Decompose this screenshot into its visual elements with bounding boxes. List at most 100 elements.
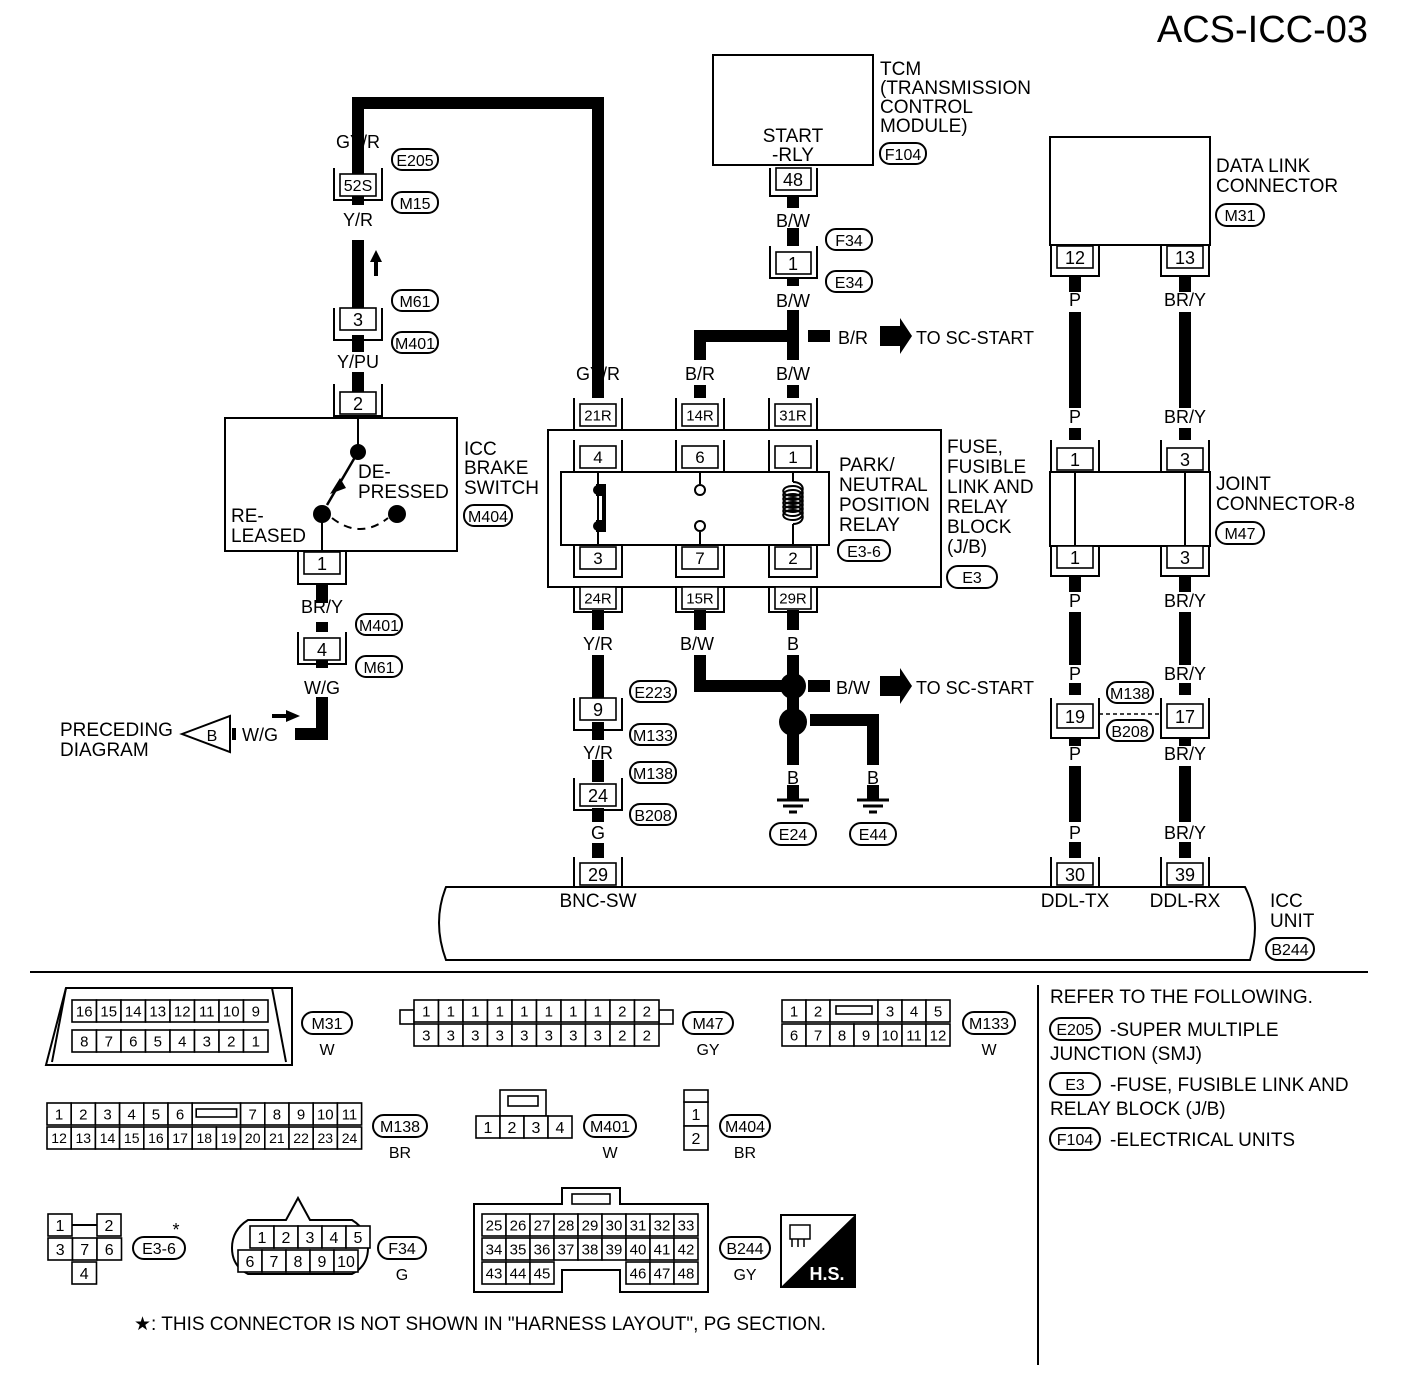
wire-label: B/W [776, 364, 810, 384]
svg-text:M401: M401 [395, 336, 435, 353]
m47-pin: 3 [486, 1023, 513, 1047]
connector-color: BR [734, 1145, 756, 1162]
svg-text:31: 31 [630, 1217, 647, 1234]
icc-unit-label: ICC [1270, 891, 1303, 912]
m47-pin: 1 [413, 999, 440, 1023]
relay-label: PARK/ [839, 455, 895, 476]
b244-pin: 40 [625, 1237, 651, 1261]
svg-text:12: 12 [930, 1027, 947, 1044]
tcm-label: TCM [880, 59, 921, 80]
badge-m138: M138 [629, 761, 677, 784]
svg-text:10: 10 [882, 1027, 899, 1044]
svg-text:14: 14 [100, 1130, 116, 1146]
wire-label: B/R [685, 364, 715, 384]
svg-text:29R: 29R [779, 590, 807, 607]
jb-pin: 14R [681, 403, 719, 427]
jb-label: LINK AND [947, 477, 1034, 498]
wire-label: GY/R [576, 364, 620, 384]
svg-text:7: 7 [80, 1242, 89, 1259]
connector-pin-29: 29 [573, 857, 623, 888]
svg-text:34: 34 [486, 1241, 503, 1258]
wire-label: BR/Y [1164, 407, 1206, 427]
svg-text:3: 3 [422, 1027, 430, 1044]
svg-text:5: 5 [152, 1106, 160, 1123]
svg-text:18: 18 [197, 1130, 213, 1146]
f34-pin: 6 [237, 1249, 263, 1273]
m401-pin: 2 [499, 1115, 525, 1139]
svg-text:44: 44 [510, 1265, 527, 1282]
arrow-to-sc-start-2: B/W TO SC-START [836, 668, 1034, 704]
preceding-label: PRECEDING [60, 720, 173, 741]
svg-text:46: 46 [630, 1265, 647, 1282]
badge-m404-face: M404 [719, 1114, 771, 1138]
splice-dot [779, 708, 807, 736]
badge-e24: E24 [769, 822, 817, 846]
connector-pin-12: 12 [1050, 245, 1100, 277]
svg-text:-SUPER MULTIPLE: -SUPER MULTIPLE [1110, 1020, 1279, 1041]
tcm-label: MODULE) [880, 116, 968, 137]
dlc-label: DATA LINK [1216, 156, 1311, 177]
b244-pin: 32 [649, 1213, 675, 1237]
svg-text:21: 21 [269, 1130, 285, 1146]
tcm-pin-label: START [763, 126, 824, 147]
badge-b244-face: B244 [719, 1236, 771, 1260]
connector-pin-24: 24 [573, 778, 623, 811]
brake-switch-label: BRAKE [464, 458, 528, 479]
svg-text:9: 9 [297, 1106, 305, 1123]
svg-text:9: 9 [252, 1003, 260, 1020]
svg-text:F34: F34 [388, 1241, 416, 1258]
svg-text:12: 12 [174, 1003, 191, 1020]
m138-pin: 19 [215, 1126, 242, 1150]
svg-text:36: 36 [534, 1241, 551, 1258]
connector-pin-1-f34: 1 [769, 246, 818, 279]
connector-color: GY [696, 1042, 719, 1059]
e36-pin: 3 [47, 1237, 74, 1261]
svg-text:F34: F34 [835, 233, 863, 250]
m138-pin: 6 [167, 1102, 194, 1126]
svg-text:H.S.: H.S. [809, 1264, 844, 1284]
badge-m31-face: M31 [301, 1011, 353, 1035]
svg-text:13: 13 [149, 1003, 166, 1020]
e36-pin: 2 [96, 1213, 122, 1237]
wire-label: Y/R [343, 210, 373, 230]
wire-label: B/W [680, 634, 714, 654]
to-sc-start-label: TO SC-START [916, 328, 1034, 348]
svg-text:3: 3 [306, 1230, 315, 1247]
connector-pin-1-brake: 1 [297, 551, 347, 585]
wire-label: Y/R [583, 743, 613, 763]
m31-pin: 12 [169, 999, 196, 1023]
icc-unit-label: UNIT [1270, 911, 1315, 932]
svg-text:1: 1 [55, 1106, 63, 1123]
jb-pin: 21R [579, 403, 617, 427]
e36-pin: 1 [47, 1213, 73, 1237]
icc-pin-label: BNC-SW [559, 891, 636, 912]
wire-label: B/W [776, 291, 810, 311]
joint-pin: 3 [1180, 548, 1190, 568]
svg-text:43: 43 [486, 1265, 503, 1282]
b244-pin: 36 [529, 1237, 555, 1261]
jb-label: FUSIBLE [947, 457, 1026, 478]
wire-label: B/R [838, 328, 868, 348]
m133-pin: 5 [925, 999, 951, 1023]
svg-text:2: 2 [508, 1120, 517, 1137]
footnote: ★: THIS CONNECTOR IS NOT SHOWN IN "HARNE… [134, 1314, 826, 1335]
svg-text:2: 2 [692, 1131, 701, 1148]
svg-text:2: 2 [814, 1003, 822, 1020]
b244-pin: 33 [673, 1213, 699, 1237]
badge-b208-j: B208 [1106, 719, 1154, 742]
jb-pin: 29R [774, 586, 812, 610]
svg-text:1: 1 [788, 254, 798, 274]
svg-text:20: 20 [245, 1130, 261, 1146]
svg-text:M31: M31 [311, 1016, 342, 1033]
b244-pin: 29 [577, 1213, 603, 1237]
b244-pin: 41 [649, 1237, 675, 1261]
m31-pin: 16 [71, 999, 98, 1023]
relay-label: RELAY [839, 515, 900, 536]
svg-text:12: 12 [51, 1130, 67, 1146]
wire-label: W/G [304, 678, 340, 698]
connector-pin-19: 19 [1050, 698, 1100, 739]
badge-f104: F104 [879, 142, 927, 165]
